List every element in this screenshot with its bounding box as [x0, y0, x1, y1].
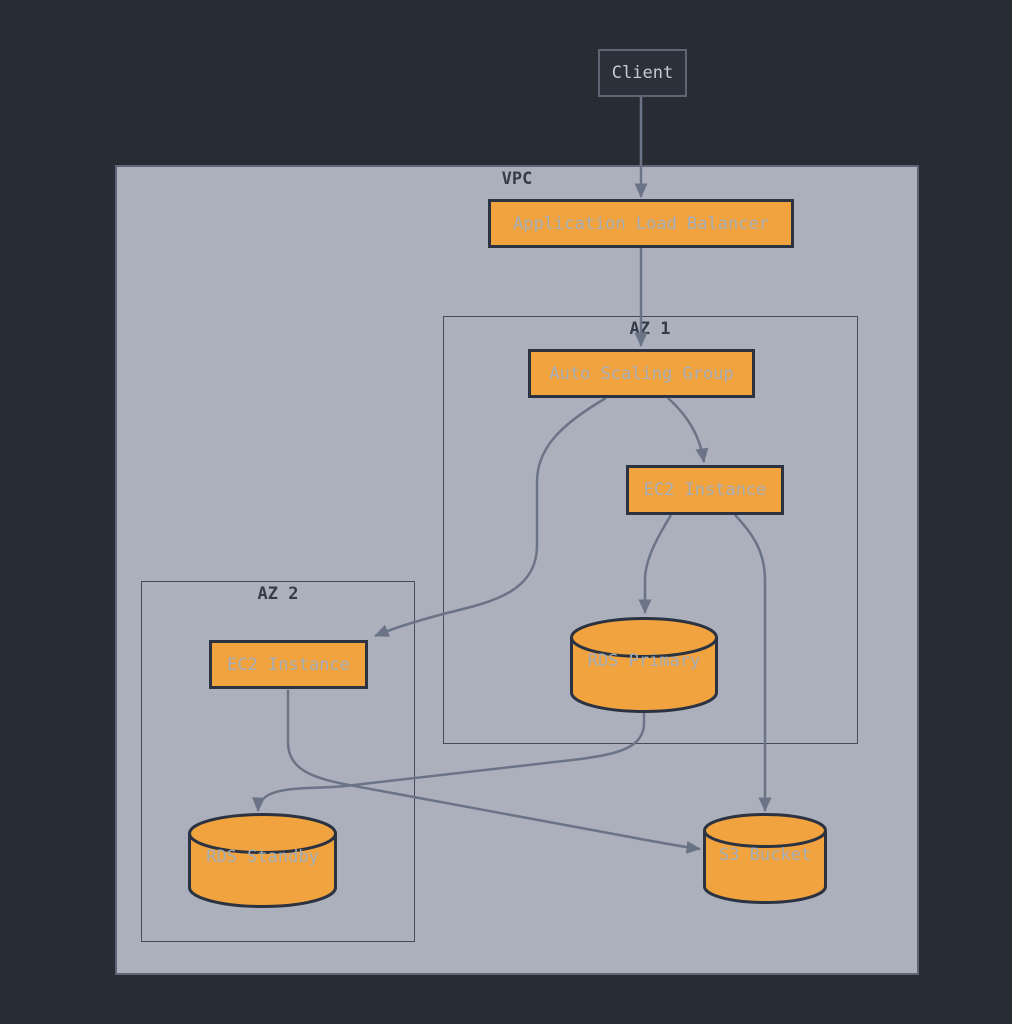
node-ec2-instance-az1: EC2 Instance: [626, 465, 784, 515]
node-client: Client: [598, 49, 687, 97]
node-ec2-az2-label: EC2 Instance: [227, 654, 350, 675]
node-rds-standby-label: RDS Standby: [206, 846, 319, 867]
node-asg-label: Auto Scaling Group: [549, 363, 734, 384]
node-s3-bucket-label: S3 Bucket: [718, 844, 812, 865]
vpc-label: VPC: [501, 169, 533, 189]
node-rds-primary: RDS Primary: [570, 617, 718, 713]
node-client-label: Client: [611, 63, 674, 83]
node-s3-bucket: S3 Bucket: [703, 813, 827, 904]
az1-label: AZ 1: [629, 319, 671, 339]
node-rds-primary-label: RDS Primary: [587, 651, 701, 672]
node-auto-scaling-group: Auto Scaling Group: [528, 349, 755, 398]
cylinder-icon: [703, 813, 827, 904]
node-alb-label: Application Load Balancer: [513, 213, 769, 234]
node-ec2-az1-label: EC2 Instance: [643, 480, 767, 500]
node-rds-standby: RDS Standby: [188, 813, 337, 908]
az2-label: AZ 2: [257, 584, 299, 604]
node-application-load-balancer: Application Load Balancer: [488, 199, 794, 248]
cylinder-icon: [570, 617, 718, 713]
cylinder-icon: [188, 813, 337, 908]
node-ec2-instance-az2: EC2 Instance: [209, 640, 368, 689]
